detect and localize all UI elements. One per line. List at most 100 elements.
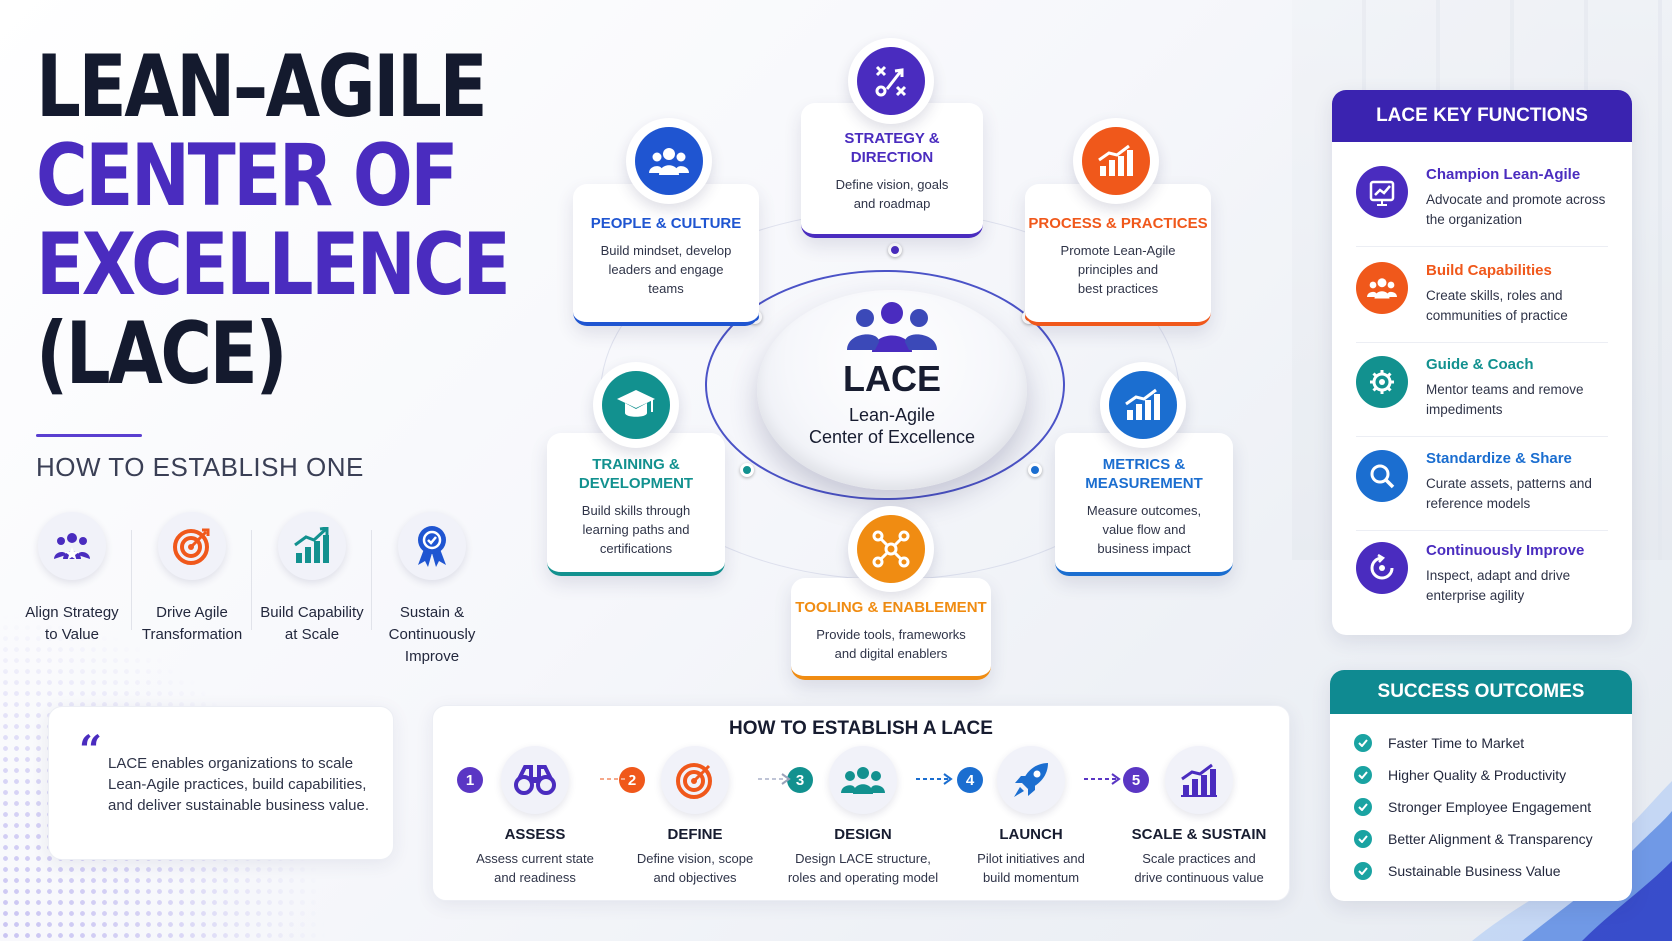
check-icon xyxy=(1354,798,1372,816)
key-function-title: Champion Lean-Agile xyxy=(1426,166,1581,183)
wave-decoration xyxy=(1432,751,1672,941)
connector-node xyxy=(740,463,754,477)
hub-subtitle-line: Lean-Agile xyxy=(848,405,936,425)
card-desc: certifications xyxy=(599,541,673,556)
divider xyxy=(1356,246,1608,247)
step-desc: Pilot initiatives and xyxy=(977,851,1085,866)
card-desc: best practices xyxy=(1077,281,1159,296)
key-functions-panel: LACE KEY FUNCTIONS Champion Lean-Agile A… xyxy=(1332,90,1632,635)
step-desc: Design LACE structure, xyxy=(795,851,931,866)
key-functions-heading: LACE KEY FUNCTIONS xyxy=(1332,90,1632,142)
step-number: 4 xyxy=(957,767,983,793)
card-desc: and roadmap xyxy=(853,196,931,211)
card-title: PEOPLE & CULTURE xyxy=(590,215,742,232)
pillar-label: at Scale xyxy=(284,626,340,643)
card-desc: learning paths and xyxy=(582,522,690,537)
card-desc: and digital enablers xyxy=(834,646,948,661)
step-desc: drive continuous value xyxy=(1134,870,1264,885)
card-title: TRAINING & xyxy=(592,456,680,473)
step-arrow-icon xyxy=(758,773,791,785)
quote-card: “ LACE enables organizations to scale Le… xyxy=(48,706,394,860)
pillar-label: to Value xyxy=(45,626,99,643)
step-desc: Assess current state xyxy=(476,851,594,866)
process-bubble xyxy=(1073,118,1159,204)
step-arrow-icon xyxy=(916,773,953,785)
strategy-arrows-icon xyxy=(857,47,925,115)
card-desc: Promote Lean-Agile xyxy=(1060,243,1176,258)
check-icon xyxy=(1354,830,1372,848)
key-function-title: Build Capabilities xyxy=(1426,262,1552,279)
card-title: DEVELOPMENT xyxy=(578,475,694,492)
pillar-label: Improve xyxy=(404,648,460,665)
card-desc: Define vision, goals xyxy=(835,177,949,192)
card-desc: business impact xyxy=(1097,541,1191,556)
rocket-icon xyxy=(997,746,1065,814)
card-title: DIRECTION xyxy=(850,149,934,166)
card-training-development: TRAINING &DEVELOPMENT Build skills throu… xyxy=(547,433,725,576)
key-function-desc: Create skills, roles and communities of … xyxy=(1426,288,1568,323)
card-desc: teams xyxy=(648,281,684,296)
key-function-title: Guide & Coach xyxy=(1426,356,1534,373)
step-desc: and readiness xyxy=(494,870,576,885)
card-strategy-direction: STRATEGY & DIRECTION Define vision, goals… xyxy=(801,103,983,238)
title-line-1: LEAN–AGILE xyxy=(36,37,488,137)
card-title: STRATEGY & xyxy=(844,130,940,147)
step-desc: Scale practices and xyxy=(1142,851,1256,866)
key-function-desc: Mentor teams and remove impediments xyxy=(1426,382,1584,417)
card-metrics-measurement: METRICS &MEASUREMENT Measure outcomes,va… xyxy=(1055,433,1233,576)
divider xyxy=(131,530,132,630)
network-icon xyxy=(857,515,925,583)
team-star-icon xyxy=(38,512,106,580)
pillar-label: Continuously xyxy=(388,626,476,643)
key-function-desc: Curate assets, patterns and reference mo… xyxy=(1426,476,1592,511)
card-title: TOOLING & ENABLEMENT xyxy=(795,599,987,616)
connector-node xyxy=(1028,463,1042,477)
growth-chart-icon xyxy=(1082,127,1150,195)
team-icon xyxy=(845,300,939,359)
pillar-label: Drive Agile xyxy=(156,604,228,621)
search-icon xyxy=(1356,450,1408,502)
hub-subtitle-line: Center of Excellence xyxy=(808,427,976,447)
people-bubble xyxy=(626,118,712,204)
check-icon xyxy=(1354,862,1372,880)
growth-chart-icon xyxy=(278,512,346,580)
metrics-bubble xyxy=(1100,362,1186,448)
bar-chart-icon xyxy=(1109,371,1177,439)
connector-ring xyxy=(705,270,1065,500)
card-title: MEASUREMENT xyxy=(1085,475,1203,492)
check-icon xyxy=(1354,766,1372,784)
step-title: SCALE & SUSTAIN xyxy=(1131,826,1267,843)
award-ribbon-icon xyxy=(398,512,466,580)
title-line-3: EXCELLENCE xyxy=(36,215,511,315)
key-function-title: Standardize & Share xyxy=(1426,450,1572,467)
step-title: LAUNCH xyxy=(999,826,1063,843)
step-desc: roles and operating model xyxy=(787,870,939,885)
outcome-label: Higher Quality & Productivity xyxy=(1388,767,1567,783)
step-desc: and objectives xyxy=(653,870,737,885)
bar-chart-icon xyxy=(1165,746,1233,814)
subtitle: HOW TO ESTABLISH ONE xyxy=(36,452,364,482)
outcome-label: Stronger Employee Engagement xyxy=(1388,799,1592,815)
binoculars-icon xyxy=(501,746,569,814)
step-desc: build momentum xyxy=(982,870,1080,885)
gear-icon xyxy=(1356,356,1408,408)
card-process-practices: PROCESS & PRACTICES Promote Lean-Agile pr… xyxy=(1025,184,1211,326)
quote-mark-icon: “ xyxy=(79,727,103,774)
title-line-4: (LACE) xyxy=(36,304,288,404)
chart-board-icon xyxy=(1356,166,1408,218)
tooling-bubble xyxy=(848,506,934,592)
card-title: PROCESS & PRACTICES xyxy=(1028,215,1208,232)
card-desc: Build mindset, develop xyxy=(600,243,732,258)
training-bubble xyxy=(593,362,679,448)
check-icon xyxy=(1354,734,1372,752)
connector-node xyxy=(888,243,902,257)
divider xyxy=(371,530,372,630)
pillar-label: Sustain & xyxy=(399,604,465,621)
card-desc: principles and xyxy=(1077,262,1159,277)
step-desc: Define vision, scope xyxy=(636,851,754,866)
card-title: METRICS & xyxy=(1102,456,1186,473)
